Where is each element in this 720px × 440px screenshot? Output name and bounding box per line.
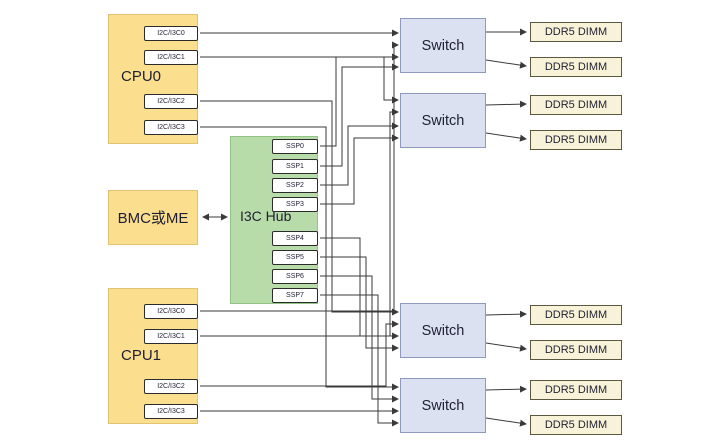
i3c-hub-block: I3C Hub SSP0 SSP1 SSP2 SSP3 SSP4 SSP5 SS… [230,136,318,304]
cpu0-block: CPU0 I2C/I3C0 I2C/I3C1 I2C/I3C2 I2C/I3C3 [108,14,198,144]
cpu1-port-i2c-i3c3: I2C/I3C3 [144,404,198,419]
cpu1-port-i2c-i3c0: I2C/I3C0 [144,304,198,319]
switch-1: Switch [400,18,486,73]
cpu1-port-i2c-i3c2: I2C/I3C2 [144,379,198,394]
hub-port-ssp3: SSP3 [272,197,318,212]
dimm-5: DDR5 DIMM [530,305,622,325]
i3c-hub-label: I3C Hub [240,208,292,224]
hub-port-ssp7: SSP7 [272,288,318,303]
cpu0-port-i2c-i3c3: I2C/I3C3 [144,120,198,135]
switch-2: Switch [400,93,486,148]
cpu0-label: CPU0 [121,68,162,85]
hub-port-ssp5: SSP5 [272,250,318,265]
switch-3: Switch [400,303,486,358]
hub-port-ssp0: SSP0 [272,139,318,154]
dimm-7: DDR5 DIMM [530,380,622,400]
hub-port-ssp1: SSP1 [272,159,318,174]
dimm-1: DDR5 DIMM [530,22,622,42]
hub-port-ssp2: SSP2 [272,178,318,193]
switch-4: Switch [400,378,486,433]
bmc-me-block: BMC或ME [108,190,198,245]
cpu0-port-i2c-i3c1: I2C/I3C1 [144,50,198,65]
hub-port-ssp4: SSP4 [272,231,318,246]
hub-port-ssp6: SSP6 [272,269,318,284]
dimm-8: DDR5 DIMM [530,415,622,435]
dimm-3: DDR5 DIMM [530,95,622,115]
cpu1-label: CPU1 [121,347,162,364]
cpu0-port-i2c-i3c2: I2C/I3C2 [144,94,198,109]
dimm-6: DDR5 DIMM [530,340,622,360]
dimm-2: DDR5 DIMM [530,57,622,77]
dimm-4: DDR5 DIMM [530,130,622,150]
cpu0-port-i2c-i3c0: I2C/I3C0 [144,26,198,41]
cpu1-block: CPU1 I2C/I3C0 I2C/I3C1 I2C/I3C2 I2C/I3C3 [108,288,198,424]
cpu1-port-i2c-i3c1: I2C/I3C1 [144,329,198,344]
